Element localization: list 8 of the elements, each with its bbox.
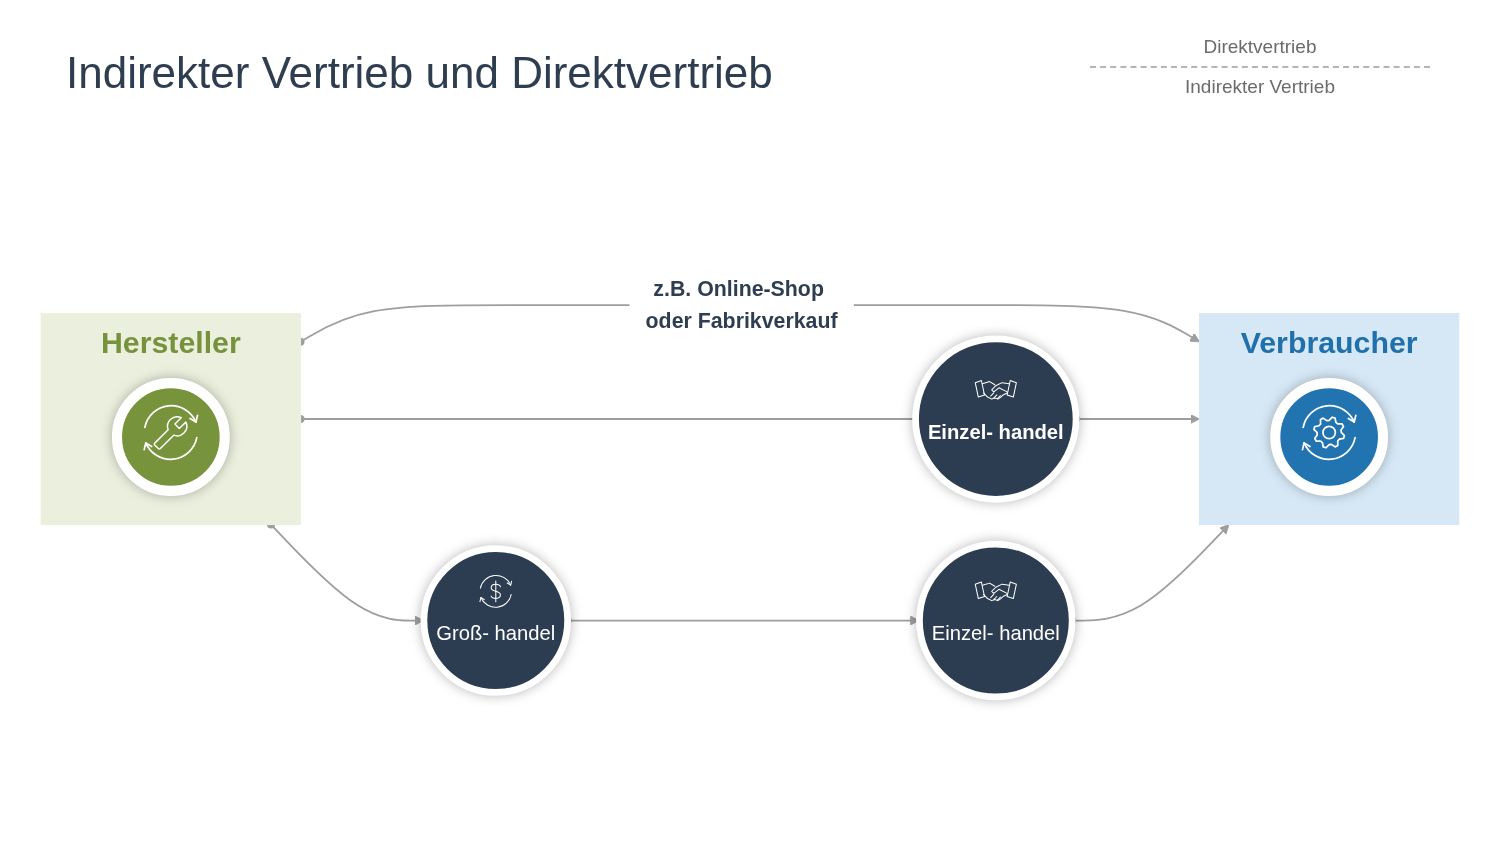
cluster: Hersteller: [40, 312, 302, 526]
zone-label: Indirekter Vertrieb: [1185, 76, 1335, 98]
cluster: Verbraucher: [1198, 312, 1460, 526]
edge-label: z.B. Online-Shop oder Fabrikverkauf: [645, 276, 838, 333]
title: Indirekter Vertrieb und Direktvertrieb: [66, 48, 773, 98]
node-circle: [111, 378, 230, 496]
node-circle: [1270, 378, 1389, 496]
zone-label: Direktvertrieb: [1203, 36, 1317, 58]
